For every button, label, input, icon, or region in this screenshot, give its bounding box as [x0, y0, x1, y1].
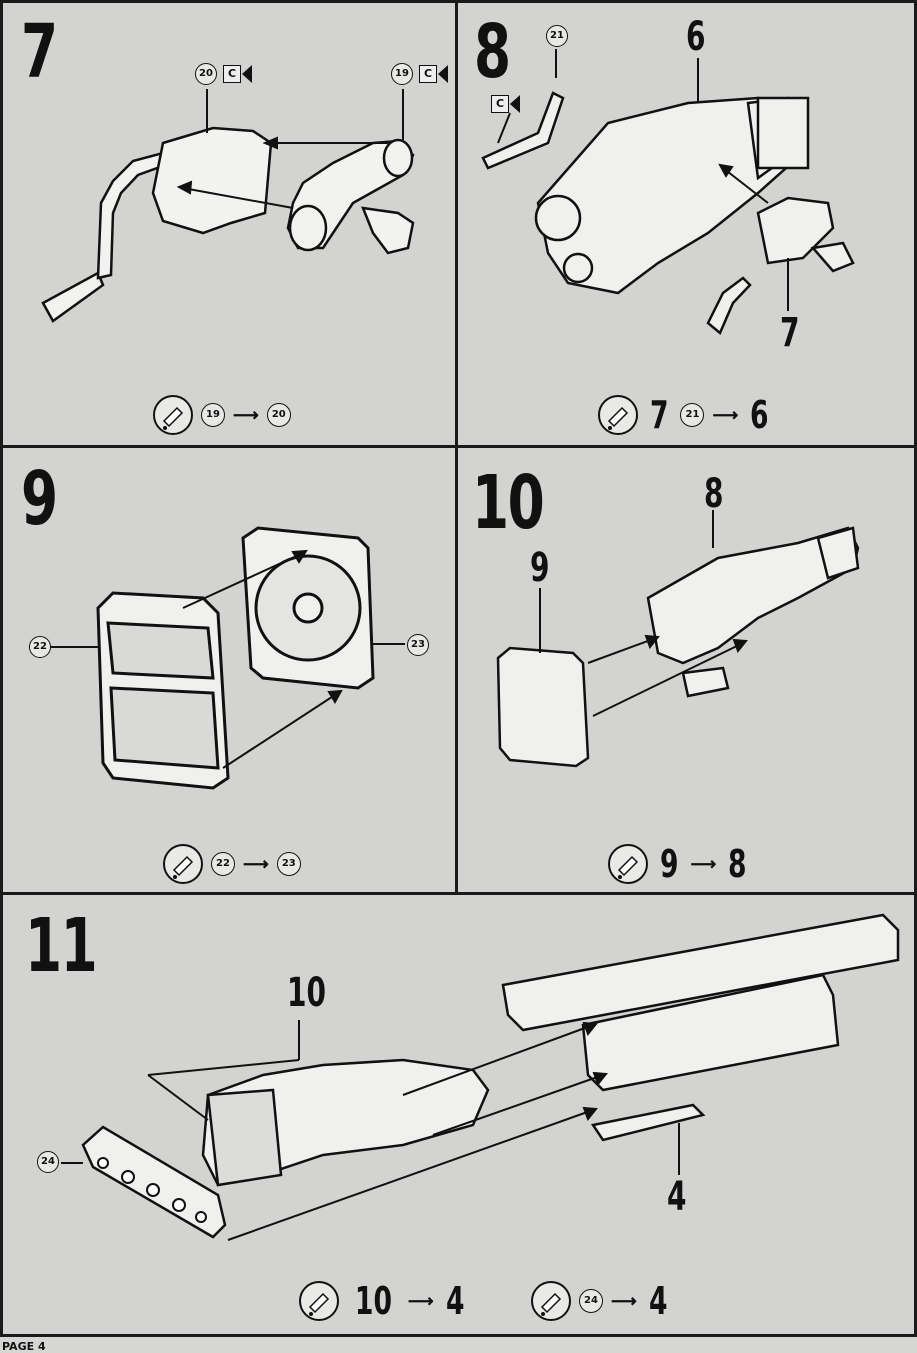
part-callout: 22: [29, 636, 51, 658]
turbo-assembly-illustration: [41, 89, 415, 323]
flag-letter: C: [419, 65, 437, 83]
arrow-icon: ⟶: [611, 1290, 637, 1311]
glue-instruction: 19 ⟶ 20: [153, 395, 291, 435]
step-number: 10: [472, 460, 545, 546]
assembly-ref: 7: [649, 393, 669, 437]
flag-letter: C: [491, 95, 509, 113]
assembly-ref: 4: [648, 1279, 668, 1323]
assembly-callout: 8: [704, 471, 724, 517]
part-ref: 21: [680, 403, 705, 427]
step-number: 8: [474, 9, 511, 95]
flag-letter: C: [223, 65, 241, 83]
glue-icon: [299, 1281, 339, 1321]
page-label: PAGE 4: [2, 1340, 46, 1353]
decal-flag: C: [491, 95, 521, 113]
part-callout: 23: [407, 634, 429, 656]
arrow-icon: ⟶: [690, 853, 717, 874]
glue-icon: [163, 844, 203, 884]
glue-icon: [531, 1281, 571, 1321]
assembly-callout: 7: [780, 310, 800, 356]
assembly-ref: 6: [750, 393, 769, 437]
part-ref: 20: [266, 403, 291, 427]
assembly-ref: 10: [354, 1279, 392, 1323]
step-11-panel: 11 10 24 4: [0, 892, 917, 1337]
engine-turbo-illustration: [481, 49, 855, 336]
flag-arrow-icon: [510, 95, 520, 113]
step-number: 7: [21, 9, 58, 95]
arrow-icon: ⟶: [243, 853, 269, 874]
decal-flag: C: [419, 65, 449, 83]
part-ref: 19: [201, 403, 225, 427]
part-ref: 23: [276, 852, 301, 876]
glue-instruction: 9 ⟶ 8: [608, 844, 751, 884]
arrow-icon: ⟶: [712, 404, 739, 425]
assembly-callout: 6: [686, 14, 706, 60]
glue-instruction: 10 ⟶ 4: [299, 1281, 468, 1321]
assembly-ref: 9: [659, 842, 679, 886]
glue-icon: [608, 844, 648, 884]
engine-radiator-illustration: [496, 510, 860, 768]
radiator-illustration: [51, 526, 405, 790]
chassis-engine-illustration: [61, 913, 900, 1241]
glue-icon: [598, 395, 638, 435]
glue-instruction: 7 21 ⟶ 6: [598, 395, 773, 435]
part-callout: 20: [195, 63, 217, 85]
part-ref: 22: [211, 852, 235, 876]
decal-flag: C: [223, 65, 253, 83]
flag-arrow-icon: [242, 65, 252, 83]
assembly-callout: 10: [287, 970, 326, 1016]
assembly-ref: 8: [728, 842, 747, 886]
glue-instruction: 24 ⟶ 4: [531, 1281, 671, 1321]
step-9-panel: 9 22 23 22 ⟶ 23: [0, 445, 458, 895]
step-number: 9: [21, 456, 58, 542]
flag-arrow-icon: [438, 65, 448, 83]
arrow-icon: ⟶: [407, 1290, 434, 1311]
part-callout: 24: [37, 1151, 59, 1173]
step-number: 11: [25, 903, 98, 989]
arrow-icon: ⟶: [233, 404, 259, 425]
part-ref: 24: [579, 1289, 603, 1313]
step-8-panel: 8 21 C 6 7 7 21 ⟶ 6: [455, 0, 917, 448]
assembly-callout: 9: [530, 545, 550, 591]
glue-instruction: 22 ⟶ 23: [163, 844, 301, 884]
step-7-panel: 7 20 C 19 C 19 ⟶ 20: [0, 0, 458, 448]
assembly-ref: 4: [445, 1279, 465, 1323]
glue-icon: [153, 395, 193, 435]
step-10-panel: 10 9 8 9 ⟶ 8: [455, 445, 917, 895]
part-callout: 19: [391, 63, 413, 85]
assembly-callout: 4: [667, 1174, 687, 1220]
part-callout: 21: [546, 25, 568, 47]
